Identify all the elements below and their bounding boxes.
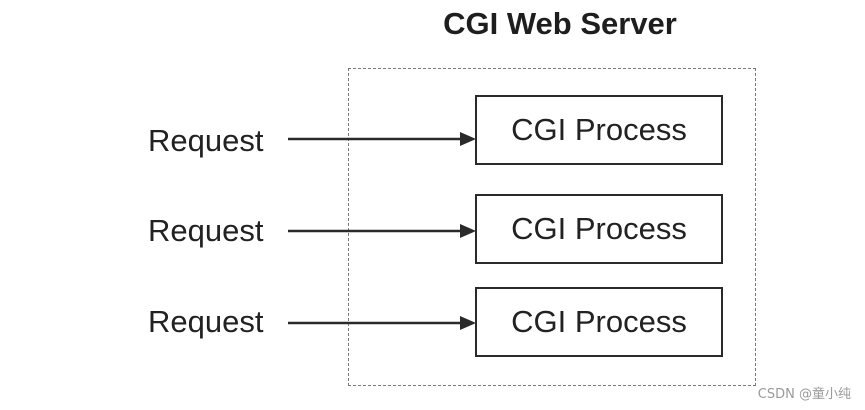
request-label: Request	[148, 123, 264, 158]
request-arrow	[288, 224, 476, 238]
cgi-process-box: CGI Process	[475, 95, 723, 165]
cgi-process-box: CGI Process	[475, 194, 723, 264]
cgi-process-label: CGI Process	[511, 304, 687, 339]
watermark: CSDN @童小纯	[757, 387, 851, 402]
request-label: Request	[148, 304, 264, 339]
cgi-process-label: CGI Process	[511, 211, 687, 246]
cgi-process-box: CGI Process	[475, 287, 723, 357]
cgi-process-label: CGI Process	[511, 112, 687, 147]
request-arrow	[288, 132, 476, 146]
diagram-title: CGI Web Server	[443, 6, 677, 41]
request-arrow	[288, 316, 476, 330]
cgi-web-server-boundary	[348, 68, 756, 386]
request-label: Request	[148, 213, 264, 248]
